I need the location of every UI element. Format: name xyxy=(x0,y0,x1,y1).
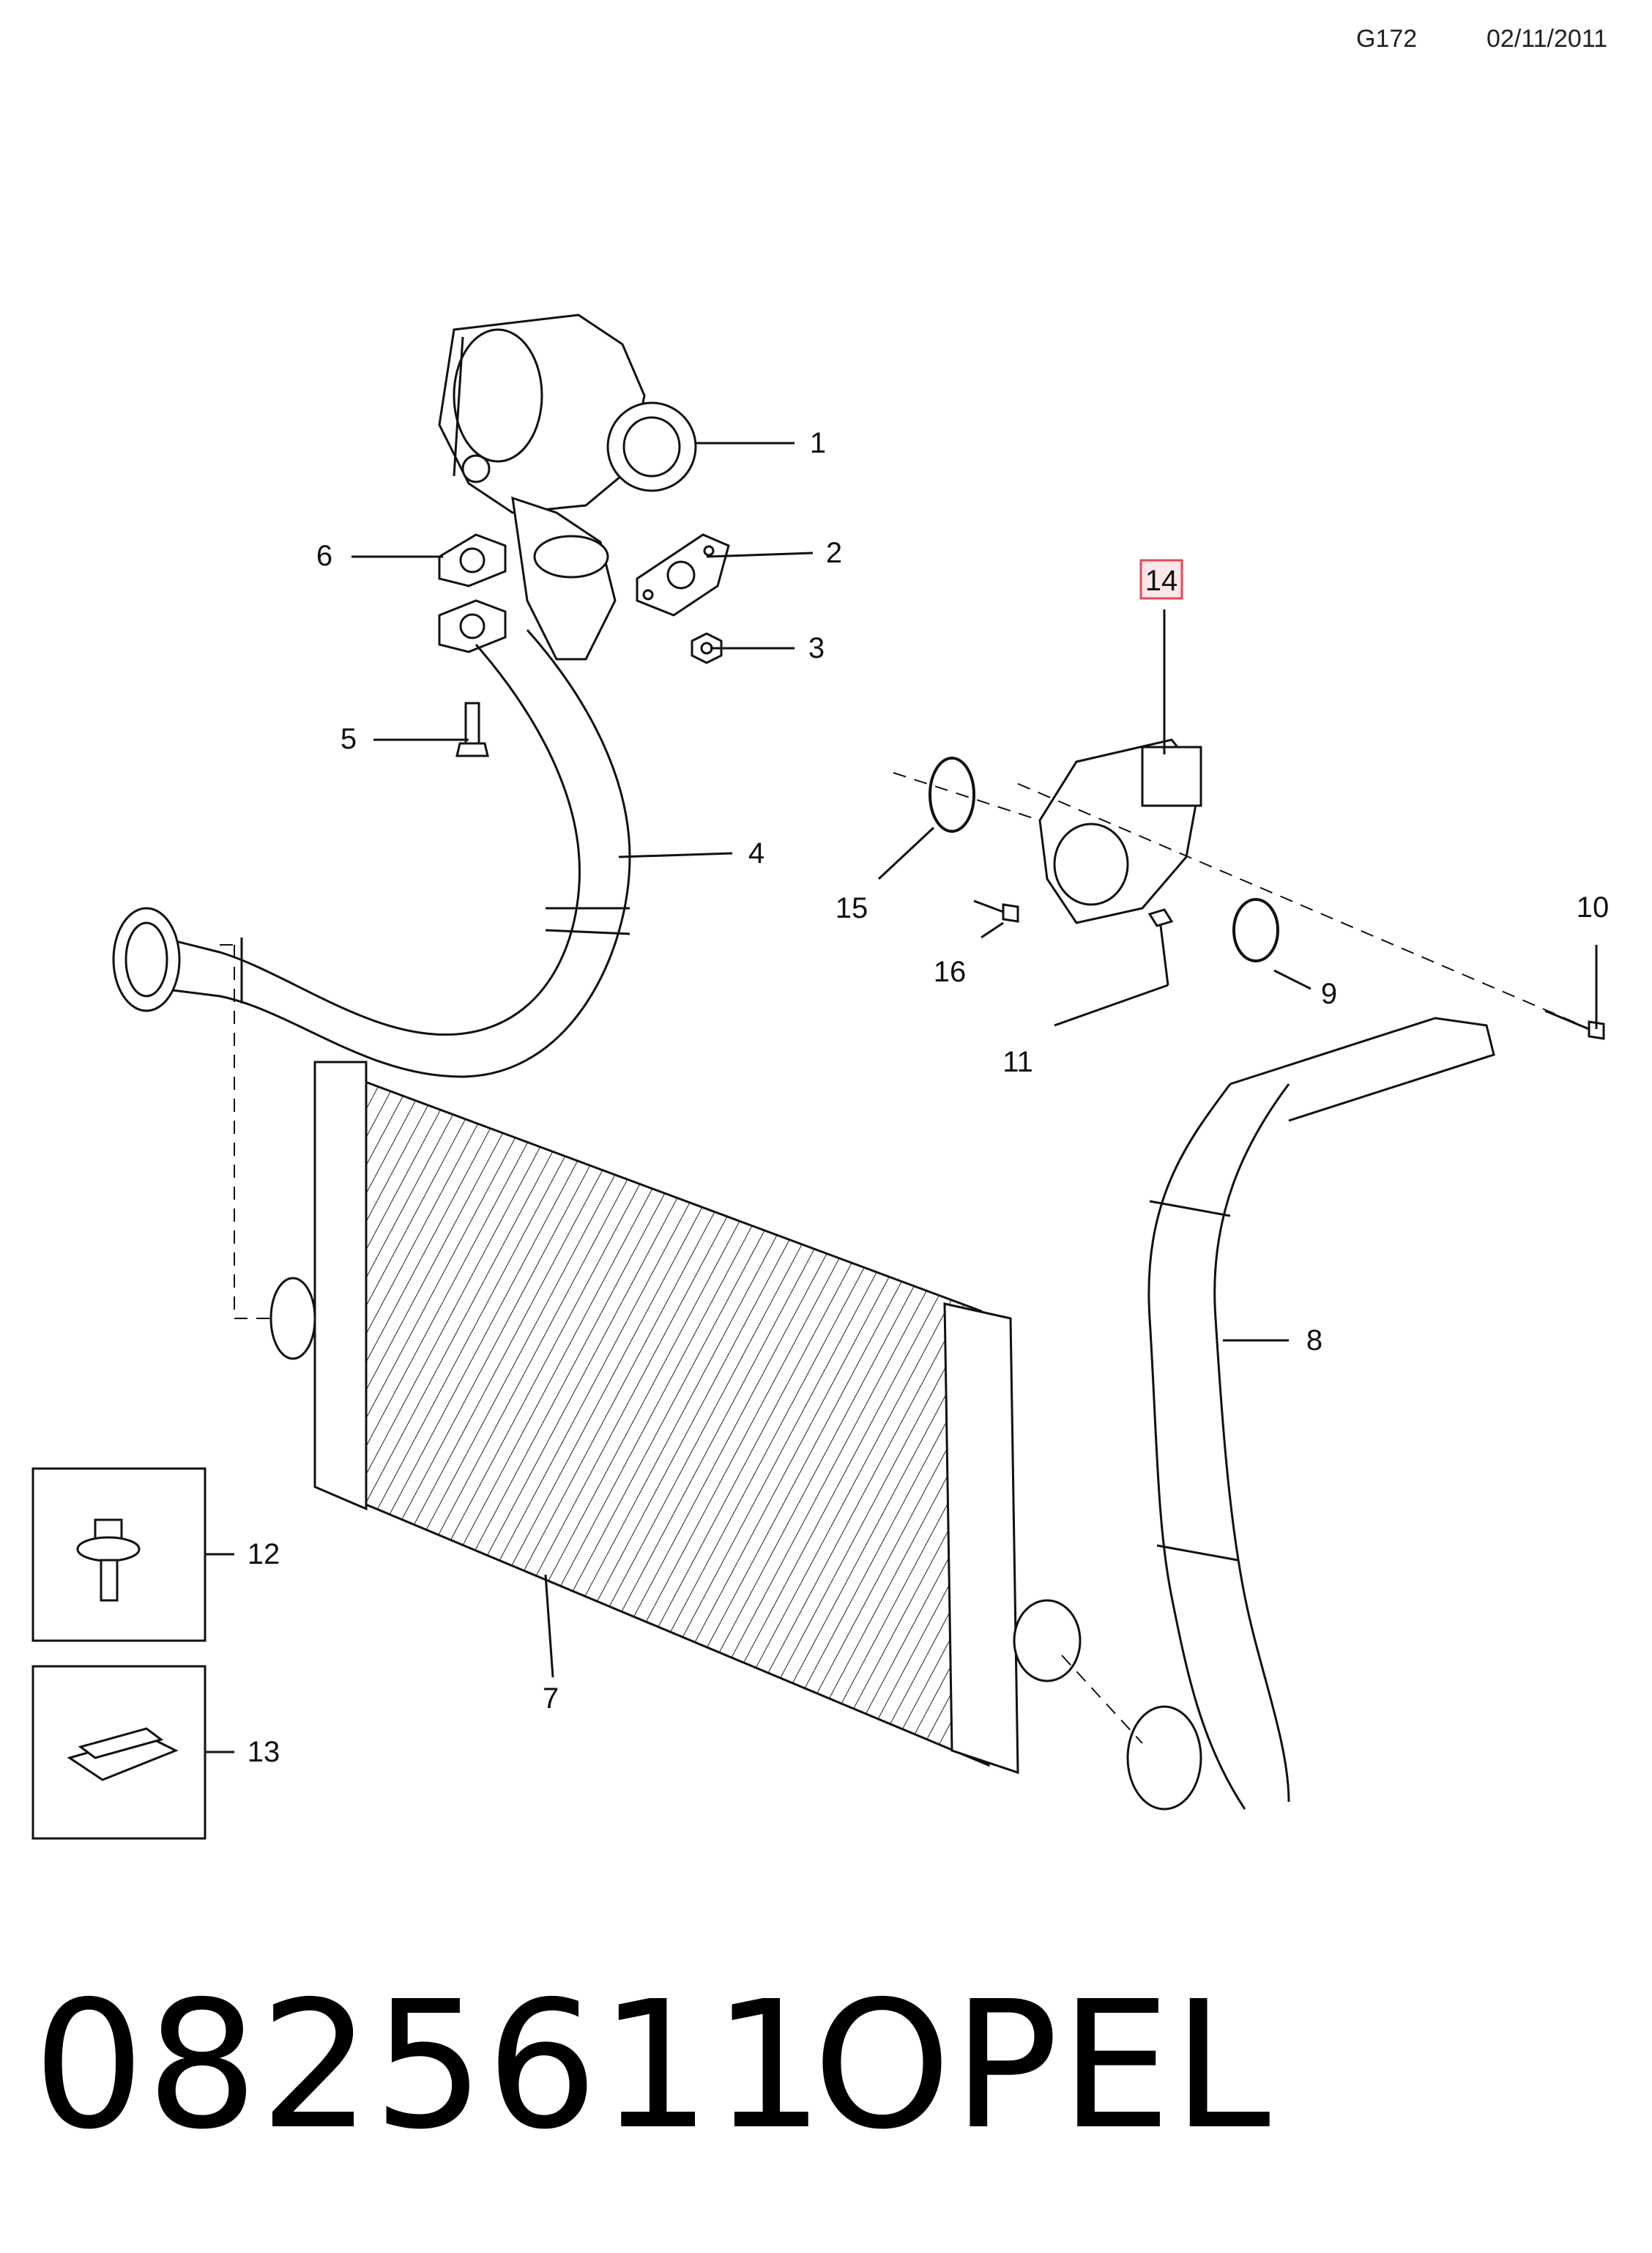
callout-10: 10 xyxy=(1577,891,1610,924)
seal-15-drawing xyxy=(929,757,975,833)
callout-13: 13 xyxy=(248,1736,280,1768)
callout-9: 9 xyxy=(1321,978,1337,1010)
callout-16: 16 xyxy=(934,956,967,988)
inset-box-12 xyxy=(31,1467,206,1642)
throttle-body-drawing xyxy=(1038,738,1202,924)
parts-diagram: 1 2 3 4 5 6 7 8 9 10 11 12 13 14 15 16 xyxy=(31,313,1610,1840)
hose-8-drawing xyxy=(1126,1017,1495,1811)
diagram-code: G172 xyxy=(1356,25,1418,53)
callout-6: 6 xyxy=(316,540,332,572)
screw-11-drawing xyxy=(1147,908,1174,986)
callout-3: 3 xyxy=(808,632,825,664)
callout-labels: 1 2 3 4 5 6 7 8 9 10 11 12 13 14 15 16 xyxy=(248,427,1610,1768)
callout-12: 12 xyxy=(248,1538,280,1570)
callout-2: 2 xyxy=(826,537,842,569)
callout-15: 15 xyxy=(836,892,868,924)
alignment-lines xyxy=(220,772,1582,1744)
screw-10-drawing xyxy=(1544,1009,1605,1040)
gasket-6-drawing xyxy=(438,533,507,653)
callout-11: 11 xyxy=(1002,1046,1033,1078)
brand-name: OPEL xyxy=(813,1963,1272,2168)
callout-8: 8 xyxy=(1306,1324,1322,1356)
bolt-5-drawing xyxy=(455,702,489,757)
callout-4: 4 xyxy=(748,837,764,869)
callout-7: 7 xyxy=(543,1682,559,1715)
inset-box-13 xyxy=(31,1665,206,1840)
callout-1: 1 xyxy=(810,427,826,459)
screw-16-drawing xyxy=(973,899,1019,923)
diagram-date: 02/11/2011 xyxy=(1487,25,1608,53)
hose-4-drawing xyxy=(112,629,631,1078)
intercooler-drawing xyxy=(269,1061,1082,1775)
part-number: 0825611 xyxy=(33,1963,826,2168)
gasket-2-drawing xyxy=(636,533,730,617)
leader-lines xyxy=(205,442,1598,1753)
callout-5: 5 xyxy=(341,723,357,755)
nut-3-drawing xyxy=(691,632,723,664)
callout-14-highlight xyxy=(1139,559,1183,600)
ring-9-drawing xyxy=(1232,898,1279,962)
callout-14: 14 xyxy=(1145,565,1178,597)
turbocharger-drawing xyxy=(438,313,697,661)
